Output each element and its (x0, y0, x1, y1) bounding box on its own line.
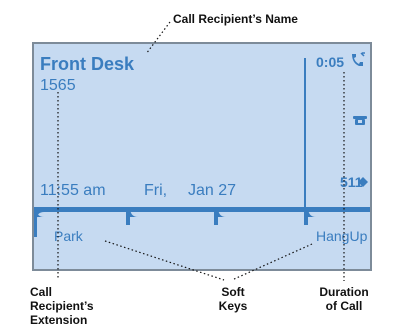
day: Fri, (144, 182, 168, 199)
recipient-extension: 1565 (40, 77, 76, 94)
call-duration: 0:05 (316, 54, 345, 70)
callout-soft-keys: Soft Keys (218, 285, 248, 313)
softkey-3[interactable] (218, 219, 304, 267)
screen-divider (304, 58, 306, 214)
softkey-hangup-label: HangUp (316, 228, 368, 244)
phone-display-screen: Front Desk 1565 0:05 11:55 am Fri, Jan 2… (32, 42, 372, 271)
handset-call-active-icon (352, 52, 365, 66)
callout-recipient-name: Call Recipient’s Name (173, 12, 298, 26)
softkey-2[interactable] (130, 219, 214, 267)
diamond-bullet-icon (358, 177, 368, 187)
time: 11:55 am (40, 182, 106, 199)
softkey-park-label: Park (54, 228, 83, 244)
callout-call-duration: Duration of Call (319, 285, 369, 313)
softkey-park[interactable]: Park (38, 219, 126, 267)
softkey-bar (34, 207, 370, 237)
line-number: 511 (340, 174, 363, 190)
softkey-hangup[interactable]: HangUp (308, 219, 370, 267)
callout-recipient-extension: Call Recipient’s Extension (30, 285, 94, 327)
recipient-name: Front Desk (40, 54, 135, 74)
date: Jan 27 (188, 182, 237, 199)
telephone-icon (353, 116, 367, 125)
